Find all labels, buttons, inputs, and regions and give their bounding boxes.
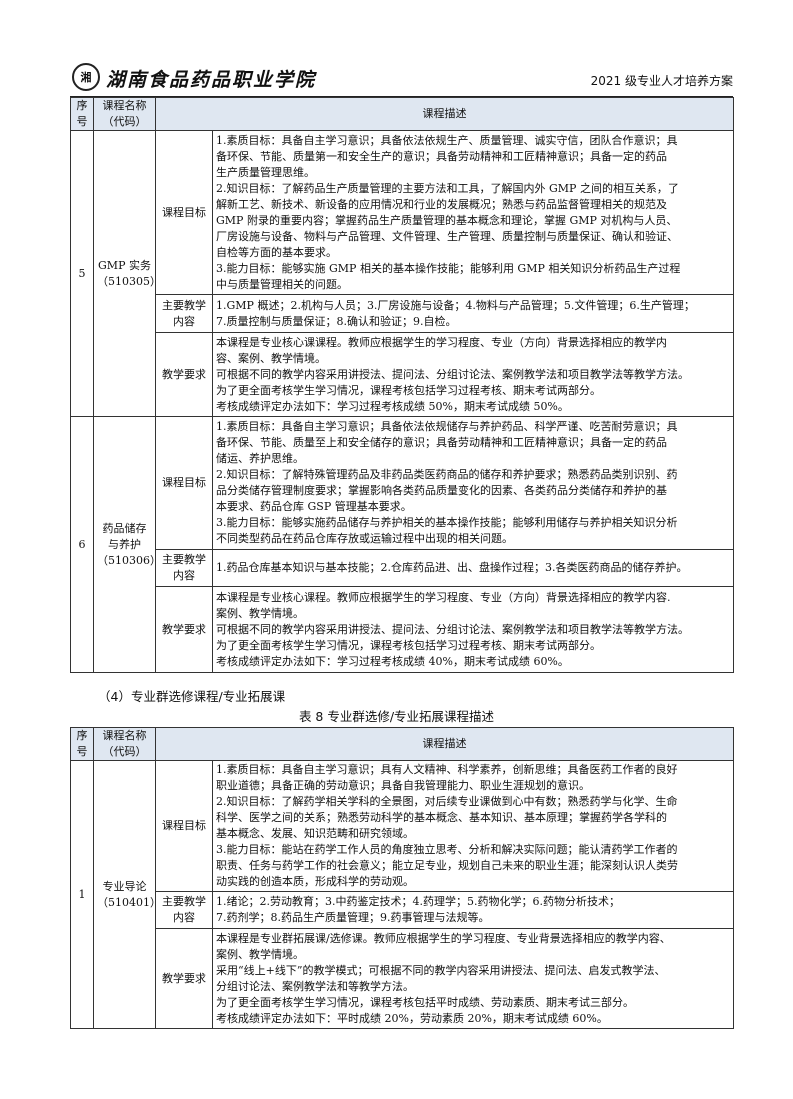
table-row: 主要教学内容 1.GMP 概述；2.机构与人员；3.厂房设施与设备；4.物料与产… bbox=[71, 294, 734, 333]
course-table-core: 序号 课程名称（代码） 课程描述 5 GMP 实务 （510305） 课程目标 … bbox=[70, 97, 734, 673]
course-requirements: 本课程是专业核心课课程。教师应根据学生的学习程度、专业（方向）背景选择相应的教学… bbox=[212, 332, 734, 417]
course-goals: 1.素质目标：具备自主学习意识；具备依法依规储存与养护药品、科学严谨、吃苦耐劳意… bbox=[212, 416, 734, 550]
school-logo-icon: 湘 bbox=[72, 63, 100, 91]
requirements-label: 教学要求 bbox=[155, 586, 213, 673]
content-label: 主要教学内容 bbox=[155, 294, 213, 333]
course-content: 1.绪论；2.劳动教育；3.中药鉴定技术；4.药理学；5.药物化学；6.药物分析… bbox=[212, 891, 734, 929]
table-header-row: 序号 课程名称（代码） 课程描述 bbox=[70, 727, 734, 761]
row-index: 1 bbox=[70, 760, 94, 1029]
table-row: 教学要求 本课程是专业核心课课程。教师应根据学生的学习程度、专业（方向）背景选择… bbox=[71, 332, 734, 417]
course-name: GMP 实务 （510305） bbox=[93, 130, 161, 417]
row-index: 6 bbox=[70, 416, 94, 673]
course-content: 1.GMP 概述；2.机构与人员；3.厂房设施与设备；4.物料与产品管理；5.文… bbox=[212, 294, 734, 333]
section-heading: （4）专业群选修课程/专业拓展课 bbox=[98, 689, 286, 704]
course-name: 专业导论 （510401） bbox=[93, 760, 161, 1029]
course-table-elective: 序号 课程名称（代码） 课程描述 1 专业导论 （510401） 课程目标 1.… bbox=[70, 727, 734, 1029]
course-name: 药品储存 与养护 （510306） bbox=[93, 416, 161, 673]
row-index: 5 bbox=[70, 130, 94, 417]
requirements-label: 教学要求 bbox=[155, 332, 213, 417]
school-name: 湖南食品药品职业学院 bbox=[106, 69, 317, 91]
header-index: 序号 bbox=[70, 727, 94, 761]
requirements-label: 教学要求 bbox=[155, 928, 213, 1029]
goals-label: 课程目标 bbox=[155, 130, 213, 295]
page-header: 湘 湖南食品药品职业学院 2021 级专业人才培养方案 bbox=[70, 60, 733, 97]
table-row: 1 专业导论 （510401） 课程目标 1.素质目标：具备自主学习意识；具有人… bbox=[70, 760, 734, 1029]
table-title: 表 8 专业群选修/专业拓展课程描述 bbox=[298, 709, 495, 724]
table-row: 6 药品储存 与养护 （510306） 课程目标 1.素质目标：具备自主学习意识… bbox=[70, 416, 734, 673]
goals-label: 课程目标 bbox=[155, 760, 213, 892]
header-description: 课程描述 bbox=[155, 727, 734, 761]
course-requirements: 本课程是专业核心课程。教师应根据学生的学习程度、专业（方向）背景选择相应的教学内… bbox=[212, 586, 734, 673]
table-row: 教学要求 本课程是专业群拓展课/选修课。教师应根据学生的学习程度、专业背景选择相… bbox=[71, 928, 734, 1029]
content-label: 主要教学内容 bbox=[155, 549, 213, 587]
table-row: 教学要求 本课程是专业核心课程。教师应根据学生的学习程度、专业（方向）背景选择相… bbox=[71, 586, 734, 673]
header-index: 序号 bbox=[70, 97, 94, 131]
goals-label: 课程目标 bbox=[155, 416, 213, 550]
header-course-name: 课程名称（代码） bbox=[93, 727, 156, 761]
table-header-row: 序号 课程名称（代码） 课程描述 bbox=[70, 97, 734, 131]
course-content: 1.药品仓库基本知识与基本技能；2.仓库药品进、出、盘操作过程；3.各类医药商品… bbox=[212, 549, 734, 587]
header-course-name: 课程名称（代码） bbox=[93, 97, 156, 131]
course-goals: 1.素质目标：具备自主学习意识；具有人文精神、科学素养，创新思维；具备医药工作者… bbox=[212, 760, 734, 892]
header-description: 课程描述 bbox=[155, 97, 734, 131]
course-requirements: 本课程是专业群拓展课/选修课。教师应根据学生的学习程度、专业背景选择相应的教学内… bbox=[212, 928, 734, 1029]
table-row: 主要教学内容 1.药品仓库基本知识与基本技能；2.仓库药品进、出、盘操作过程；3… bbox=[71, 549, 734, 587]
content-label: 主要教学内容 bbox=[155, 891, 213, 929]
table-row: 主要教学内容 1.绪论；2.劳动教育；3.中药鉴定技术；4.药理学；5.药物化学… bbox=[71, 891, 734, 929]
school-logo-glyph: 湘 bbox=[80, 71, 92, 84]
table-row: 5 GMP 实务 （510305） 课程目标 1.素质目标：具备自主学习意识；具… bbox=[70, 130, 734, 417]
course-goals: 1.素质目标：具备自主学习意识；具备依法依规生产、质量管理、诚实守信，团队合作意… bbox=[212, 130, 734, 295]
document-title: 2021 级专业人才培养方案 bbox=[590, 74, 733, 88]
